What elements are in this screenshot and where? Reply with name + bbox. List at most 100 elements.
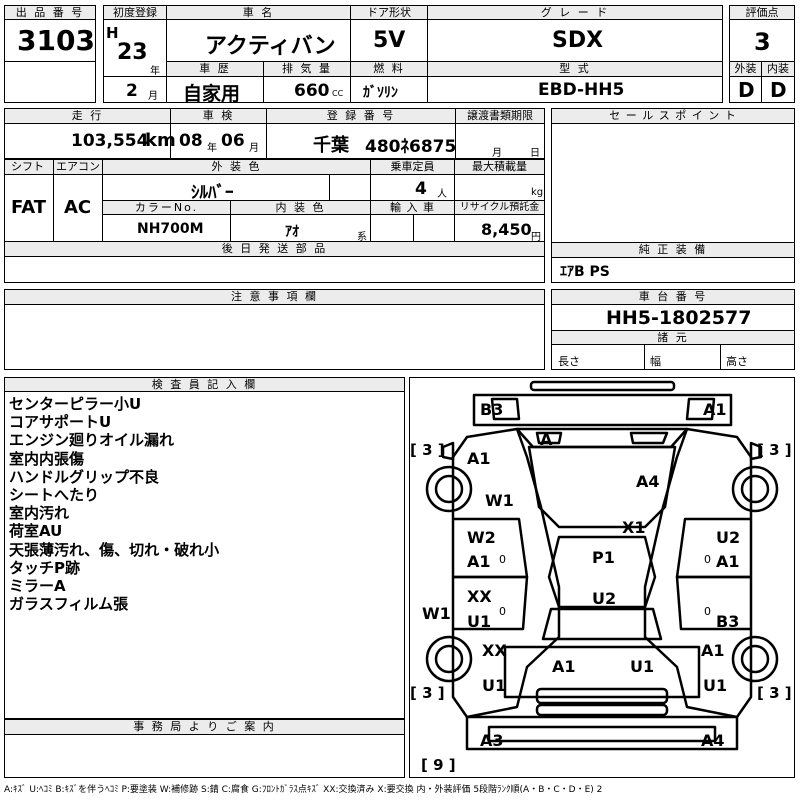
damage-mark: W1 bbox=[485, 491, 514, 510]
zero-mark: 0 bbox=[704, 553, 711, 566]
plate-label: 登 録 番 号 bbox=[266, 108, 456, 124]
shift-cell: FAT bbox=[4, 174, 54, 242]
year-unit: 年 bbox=[150, 66, 160, 77]
zero-mark: 0 bbox=[499, 605, 506, 618]
exterior-grade: D bbox=[738, 78, 755, 102]
damage-mark: A4 bbox=[701, 731, 725, 750]
damage-mark: A1 bbox=[703, 400, 727, 419]
delivery-parts-label: 後 日 発 送 部 品 bbox=[4, 241, 545, 257]
exterior-color-divider bbox=[329, 175, 330, 201]
chassis-label: 車 台 番 号 bbox=[551, 289, 795, 305]
recycle-label: リサイクル預託金 bbox=[454, 200, 545, 215]
inspector-note: ミラーA bbox=[9, 577, 66, 596]
vehicle-diagram-frame bbox=[409, 377, 795, 778]
plate-number: 480ﾈ6875 bbox=[365, 137, 457, 157]
spare-tire-bracket: [ 9 ] bbox=[421, 756, 456, 774]
inspector-note: エンジン廻りオイル漏れ bbox=[9, 431, 175, 450]
interior-color-unit: 系 bbox=[357, 232, 367, 243]
inspector-note: 天張薄汚れ、傷、切れ・破れ小 bbox=[9, 540, 220, 559]
displacement: 660 bbox=[294, 81, 330, 101]
fuel: ｶﾞｿﾘﾝ bbox=[363, 85, 398, 101]
month-unit: 月 bbox=[148, 91, 158, 102]
damage-mark: XX bbox=[482, 641, 507, 660]
score-cell: 3 bbox=[729, 19, 795, 62]
tire-front-right-bracket: [ 3 ] bbox=[757, 441, 792, 459]
lot-number-label: 出 品 番 号 bbox=[4, 5, 96, 20]
damage-mark: X1 bbox=[622, 518, 646, 537]
inspector-note: タッチP跡 bbox=[9, 558, 80, 577]
chassis-cell: HH5-1802577 bbox=[551, 304, 795, 331]
capacity: 4 bbox=[415, 179, 427, 199]
history-label: 車 歴 bbox=[166, 61, 264, 77]
damage-mark: XX bbox=[467, 587, 492, 606]
damage-mark: A1 bbox=[701, 641, 725, 660]
sales-points-area bbox=[551, 123, 795, 243]
tire-rear-right-bracket: [ 3 ] bbox=[757, 684, 792, 702]
registration-year: 23 bbox=[117, 40, 148, 65]
inspector-note: センターピラー小U bbox=[9, 395, 142, 413]
damage-mark: B3 bbox=[716, 612, 740, 631]
exterior-label: 外装 bbox=[729, 61, 762, 77]
inspector-note: 室内内張傷 bbox=[9, 449, 85, 468]
inspector-note: コアサポートU bbox=[9, 413, 112, 432]
interior-cell: D bbox=[761, 76, 795, 103]
damage-mark: A1 bbox=[467, 552, 491, 571]
plate-cell: 千葉 480ﾈ6875 bbox=[266, 123, 456, 159]
inspector-note: 荷室AU bbox=[9, 522, 63, 541]
transfer-deadline-cell: 月 日 bbox=[455, 123, 545, 159]
damage-mark: A3 bbox=[480, 731, 504, 750]
interior-color: ｱｵ bbox=[285, 224, 299, 240]
registration-month-cell: 2 月 bbox=[103, 76, 167, 103]
car-name: アクティバン bbox=[205, 34, 336, 59]
plate-region: 千葉 bbox=[313, 135, 349, 156]
legend-line: A:ｷｽﾞ U:ﾍｺﾐ B:ｷｽﾞを伴うﾍｺﾐ P:要塗装 W:補修跡 S:錆 … bbox=[4, 785, 603, 795]
displacement-label: 排 気 量 bbox=[263, 61, 351, 77]
door-type-label: ドア形状 bbox=[350, 5, 428, 20]
mileage-label: 走 行 bbox=[4, 108, 171, 124]
score-label: 評価点 bbox=[729, 5, 795, 20]
interior-grade: D bbox=[770, 78, 787, 102]
damage-mark: A1 bbox=[716, 552, 740, 571]
inspection-label: 車 検 bbox=[170, 108, 267, 124]
lot-number-cell: 3103 bbox=[4, 19, 96, 62]
zero-mark: 0 bbox=[499, 553, 506, 566]
grade: SDX bbox=[552, 28, 604, 53]
damage-mark: P1 bbox=[592, 548, 615, 567]
tire-front-left-bracket: [ 3 ] bbox=[410, 441, 445, 459]
color-no: NH700M bbox=[137, 221, 204, 237]
color-no-cell: NH700M bbox=[102, 214, 231, 242]
mileage-cell: 103,554 km bbox=[4, 123, 176, 159]
displacement-cell: 660 CC bbox=[263, 76, 351, 103]
inspector-note: ガラスフィルム張 bbox=[9, 595, 129, 614]
aircon: AC bbox=[64, 197, 92, 218]
import-divider bbox=[413, 215, 414, 242]
color-no-label: カラーNo. bbox=[102, 200, 231, 215]
damage-mark: U2 bbox=[592, 589, 617, 608]
inspector-notes-area: センターピラー小U コアサポートU エンジン廻りオイル漏れ 室内内張傷 ハンドル… bbox=[4, 391, 405, 719]
inspection-year-unit: 年 bbox=[207, 143, 217, 154]
equipment-cell: ｴｱB PS bbox=[551, 257, 795, 283]
inspector-note: ハンドルグリップ不良 bbox=[9, 467, 160, 486]
lot-number: 3103 bbox=[17, 24, 95, 57]
lot-blank-cell bbox=[4, 61, 96, 103]
notes-area bbox=[4, 304, 545, 370]
damage-mark: A1 bbox=[467, 449, 491, 468]
mileage: 103,554 bbox=[71, 131, 149, 151]
aircon-cell: AC bbox=[53, 174, 103, 242]
damage-mark: U2 bbox=[716, 528, 741, 547]
grade-cell: SDX bbox=[427, 19, 723, 62]
spec-divider-2 bbox=[720, 345, 721, 370]
fuel-cell: ｶﾞｿﾘﾝ bbox=[350, 76, 428, 103]
damage-mark: U1 bbox=[467, 612, 492, 631]
equipment-label: 純 正 装 備 bbox=[551, 242, 795, 258]
score: 3 bbox=[754, 28, 771, 56]
model-label: 型 式 bbox=[427, 61, 723, 77]
vehicle-diagram bbox=[425, 380, 779, 751]
capacity-label: 乗車定員 bbox=[370, 159, 455, 175]
interior-label: 内装 bbox=[761, 61, 795, 77]
grade-label: グ レ ー ド bbox=[427, 5, 723, 20]
inspector-label: 検 査 員 記 入 欄 bbox=[4, 377, 405, 392]
damage-mark: U1 bbox=[703, 676, 728, 695]
spec-cell: 長さ 幅 高さ bbox=[551, 344, 795, 370]
damage-mark: U1 bbox=[482, 676, 507, 695]
